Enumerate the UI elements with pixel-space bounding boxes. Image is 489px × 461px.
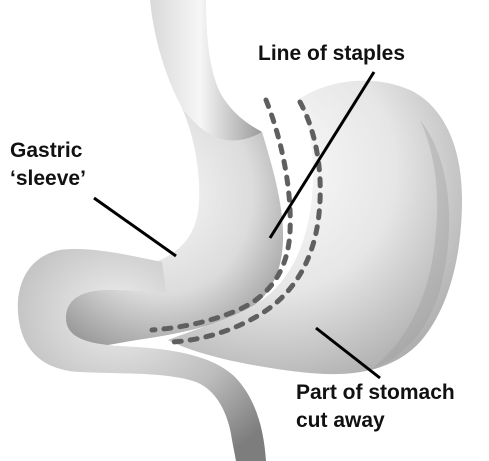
pointer-line-sleeve: [94, 198, 176, 256]
label-gastric-sleeve-line2: ‘sleeve’: [10, 165, 86, 193]
label-gastric-sleeve: Gastric ‘sleeve’: [10, 137, 86, 193]
label-line-of-staples: Line of staples: [258, 40, 405, 68]
label-gastric-sleeve-line1: Gastric: [10, 137, 86, 165]
label-part-cut-away-line2: cut away: [296, 407, 455, 435]
label-part-cut-away: Part of stomach cut away: [296, 379, 455, 435]
label-part-cut-away-line1: Part of stomach: [296, 379, 455, 407]
